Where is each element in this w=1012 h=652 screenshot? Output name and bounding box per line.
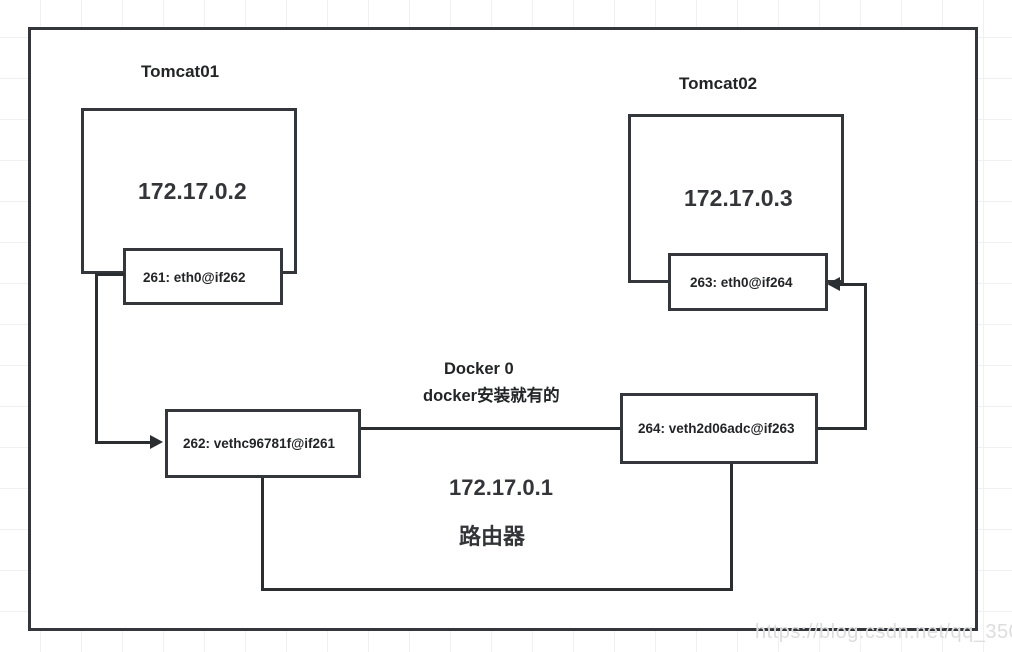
veth-right-label: 264: veth2d06adc@if263 [638, 421, 795, 436]
connector-bottom-left-vertical [261, 478, 264, 591]
connector-bottom-right-vertical [730, 464, 733, 591]
tomcat02-ip-label: 172.17.0.3 [684, 185, 793, 211]
tomcat01-title: Tomcat01 [141, 62, 220, 81]
connector-right-bottom-horizontal [818, 427, 867, 430]
veth-right-box [620, 393, 818, 464]
tomcat02-eth0-label: 263: eth0@if264 [690, 275, 793, 290]
connector-left-top-horizontal [95, 273, 125, 276]
connector-bottom-horizontal [261, 588, 733, 591]
connector-right-vertical [864, 283, 867, 430]
tomcat01-container-box [81, 108, 297, 274]
tomcat02-eth0-box [668, 253, 828, 311]
connector-left-vertical [95, 273, 98, 441]
veth-left-box [165, 409, 361, 478]
veth-left-label: 262: vethc96781f@if261 [183, 436, 336, 451]
watermark-text: https://blog.csdn.net/qq_35008730 [755, 621, 1012, 643]
docker0-ip-label: 172.17.0.1 [449, 475, 553, 500]
docker0-note-label: docker安装就有的 [423, 387, 560, 405]
connector-right-top-horizontal [840, 283, 866, 286]
tomcat02-title: Tomcat02 [679, 74, 758, 93]
tomcat01-eth0-box [123, 248, 283, 305]
docker0-name-label: Docker 0 [444, 360, 514, 378]
tomcat01-ip-label: 172.17.0.2 [138, 178, 247, 204]
connector-left-arrowhead [150, 435, 163, 449]
connector-left-bottom-horizontal [95, 441, 150, 444]
connector-right-arrowhead [827, 277, 840, 291]
tomcat01-eth0-label: 261: eth0@if262 [143, 270, 246, 285]
connector-bus-horizontal [361, 427, 620, 430]
docker0-role-label: 路由器 [459, 524, 526, 549]
